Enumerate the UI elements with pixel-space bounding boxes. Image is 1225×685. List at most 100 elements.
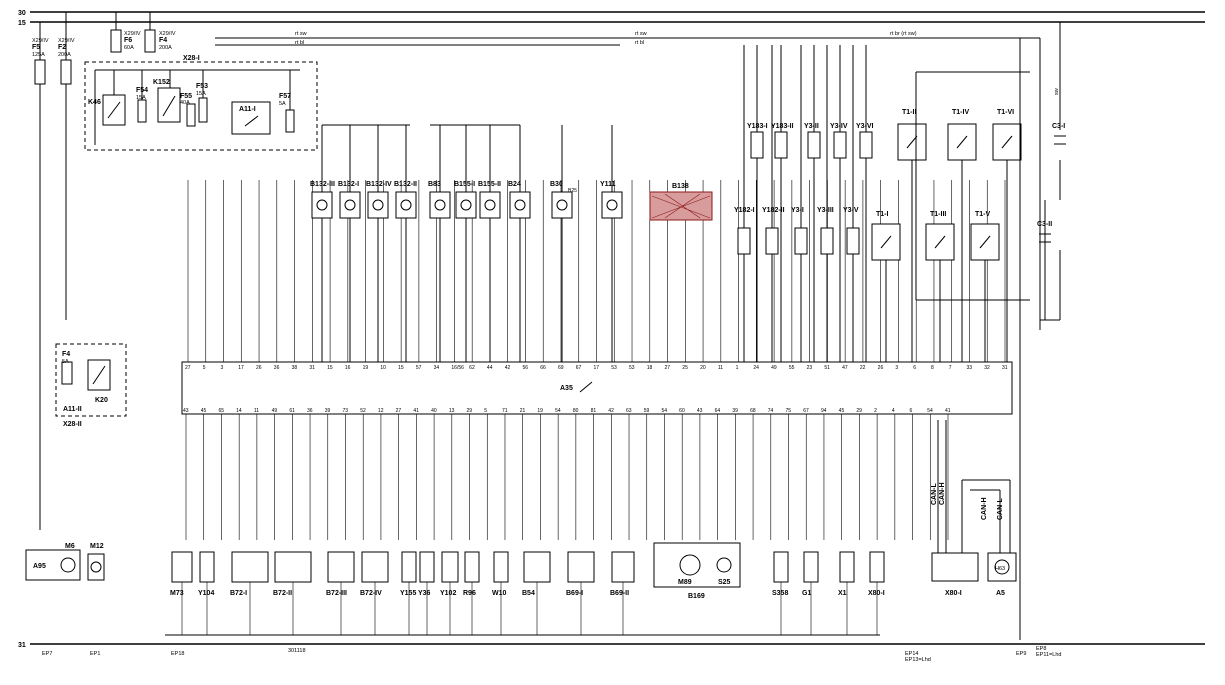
component-label: B132-III xyxy=(310,181,335,188)
svg-text:F4: F4 xyxy=(159,37,167,44)
ecu-bottom-pin: 4 xyxy=(892,408,895,414)
component-A177: M89 S25 B169 xyxy=(653,542,741,600)
ecu-top-pin: 15 xyxy=(398,365,404,371)
ecu-top-pin: 57 xyxy=(416,365,422,371)
component-label: T1-V xyxy=(975,211,991,218)
ecu-top-pin: 10 xyxy=(380,365,386,371)
ecu-bottom-pin: 54 xyxy=(661,408,667,414)
component-Y3-II: Y3-II xyxy=(804,45,821,362)
ecu-bottom-pin: 49 xyxy=(272,408,278,414)
component-label: B132-I xyxy=(338,181,359,188)
component-label: Y3-V xyxy=(843,207,859,214)
ecu-bottom-pin: 73 xyxy=(342,408,348,414)
ecu-bottom-pin: 39 xyxy=(325,408,331,414)
ecu-top-pin: 17 xyxy=(238,365,244,371)
component-label: Y183-I xyxy=(747,123,768,130)
can-l-label-2: CAN-L xyxy=(997,498,1004,520)
relay-block-X28-I: X28-I K46 F54 15A K152 F55 40A F53 15A A… xyxy=(84,55,318,151)
svg-text:15A: 15A xyxy=(136,95,146,101)
component-A95-M6: A95 M6 xyxy=(25,543,81,581)
component-B72-II: B72-II xyxy=(273,551,312,635)
component-label: B132-IV xyxy=(366,181,392,188)
ecu-top-pin: 67 xyxy=(576,365,582,371)
ecu-bottom-pin: 67 xyxy=(803,408,809,414)
ecu-top-pin: 34 xyxy=(434,365,440,371)
rail-30: 30 xyxy=(18,10,1205,17)
ecu-bottom-pin: 45 xyxy=(839,408,845,414)
component-B83: B83 xyxy=(428,125,451,362)
component-Y183-I: Y183-I xyxy=(747,45,768,362)
ecu-bottom-pin: 65 xyxy=(218,408,224,414)
ecu-bottom-pin: 64 xyxy=(715,408,721,414)
ecu-bottom-pin: 61 xyxy=(289,408,295,414)
ecu-bottom-pin: 54 xyxy=(555,408,561,414)
svg-text:EP14: EP14 xyxy=(905,651,918,657)
component-Y36: Y36 xyxy=(418,551,435,635)
component-M73: M73 xyxy=(170,551,193,635)
svg-text:A5: A5 xyxy=(996,590,1005,597)
ecu-bottom-pin: 2 xyxy=(874,408,877,414)
ecu-top-pin: 36 xyxy=(274,365,280,371)
svg-text:EP11=Lhd: EP11=Lhd xyxy=(1036,652,1061,658)
svg-text:5A: 5A xyxy=(279,101,286,107)
component-M12: M12 xyxy=(87,543,105,581)
svg-text:200A: 200A xyxy=(159,45,172,51)
ecu-top-pin: 5 xyxy=(203,365,206,371)
svg-text:M6: M6 xyxy=(65,543,75,550)
component-label: G1 xyxy=(802,590,811,597)
ecu-top-pin: 15 xyxy=(327,365,333,371)
ecu-bottom-pin: 41 xyxy=(945,408,951,414)
svg-text:X29/IV: X29/IV xyxy=(124,31,141,37)
component-B72-III: B72-III xyxy=(326,551,355,635)
component-Y182-I: Y182-I xyxy=(734,45,755,362)
ecu-bottom-pin: 29 xyxy=(467,408,473,414)
component-X80-I: X80-I xyxy=(931,552,979,597)
rail-15: 15 xyxy=(18,20,1205,27)
ecu-bottom-pin: 74 xyxy=(768,408,774,414)
ecu-bottom-pin: 43 xyxy=(697,408,703,414)
ecu-top-pin: 31 xyxy=(309,365,315,371)
component-X80-I: X80-I xyxy=(868,551,885,635)
component-label: B69-II xyxy=(610,590,629,597)
component-label: M73 xyxy=(170,590,184,597)
component-label: Y3-VI xyxy=(856,123,874,130)
wire-label-rt-sw: rt sw xyxy=(295,31,307,37)
svg-text:X29/IV: X29/IV xyxy=(159,31,176,37)
svg-text:15A: 15A xyxy=(196,91,206,97)
can-h-label-1: CAN-H xyxy=(939,482,946,505)
ecu-top-pin: 38 xyxy=(292,365,298,371)
component-B72-IV: B72-IV xyxy=(360,551,389,635)
svg-text:EP8: EP8 xyxy=(1036,646,1046,652)
svg-text:F6: F6 xyxy=(124,37,132,44)
ecu-bottom-pin: 19 xyxy=(537,408,543,414)
svg-text:60A: 60A xyxy=(124,45,134,51)
ecu-top-pin: 24 xyxy=(753,365,759,371)
component-label: Y183-II xyxy=(771,123,794,130)
svg-text:X28-I: X28-I xyxy=(183,55,200,62)
ecu-top-pin: 33 xyxy=(966,365,972,371)
svg-text:200A: 200A xyxy=(58,52,71,58)
component-Y111: Y111 xyxy=(600,125,623,362)
component-label: T1-IV xyxy=(952,109,969,116)
ecu-top-pin: 16/56 xyxy=(451,365,464,371)
component-label: Y155 xyxy=(400,590,416,597)
component-T1-IV: T1-IV xyxy=(947,109,977,362)
ecu-bottom-pin: 5 xyxy=(484,408,487,414)
component-label: B132-II xyxy=(394,181,417,188)
component-B69-II: B69-II xyxy=(610,551,635,635)
ecu-bottom-pin: 54 xyxy=(927,408,933,414)
ecu-top-pin: 26 xyxy=(256,365,262,371)
component-B132-III: B132-III xyxy=(310,125,335,362)
svg-text:S25: S25 xyxy=(718,579,731,586)
component-label: B72-II xyxy=(273,590,292,597)
svg-text:K152: K152 xyxy=(153,79,170,86)
component-label: Y102 xyxy=(440,590,456,597)
component-label: Y36 xyxy=(418,590,431,597)
component-label: T1-I xyxy=(876,211,889,218)
ecu-bottom-pin: 42 xyxy=(608,408,614,414)
svg-text:X29/IV: X29/IV xyxy=(58,38,75,44)
ecu-top-pin: 42 xyxy=(505,365,511,371)
